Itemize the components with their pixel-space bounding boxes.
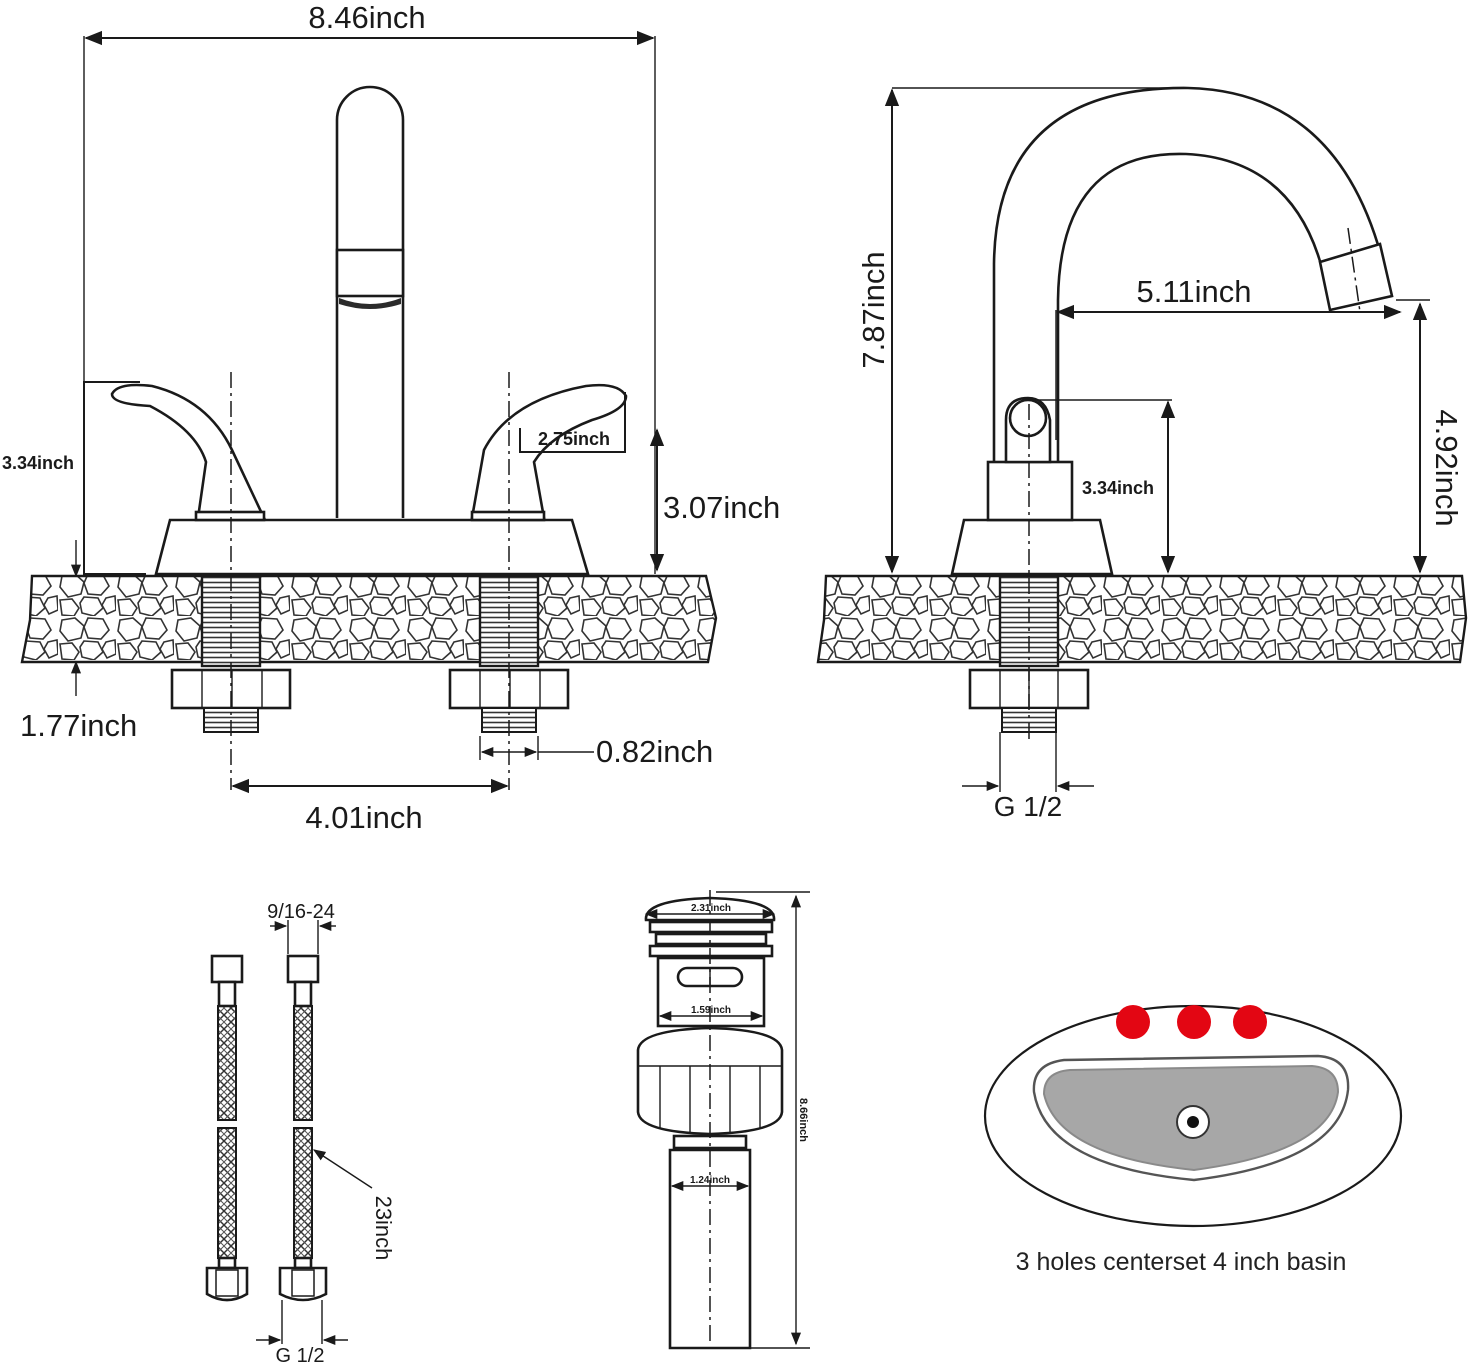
supply-hoses: 9/16-24 23inch G 1/2 xyxy=(205,901,396,1364)
side-body xyxy=(950,396,1114,576)
front-spout xyxy=(335,85,405,518)
front-overall-width-label: 8.46inch xyxy=(308,0,425,35)
basin-hole-left xyxy=(1116,1005,1150,1039)
drain-body-diameter-label: 1.59inch xyxy=(691,1005,731,1016)
front-handle-height-label: 3.34inch xyxy=(2,453,74,473)
front-countertop xyxy=(20,574,718,664)
drain-length-label: 8.66inch xyxy=(797,1098,809,1142)
hose-left xyxy=(205,954,249,1302)
basin-hole-right xyxy=(1233,1005,1267,1039)
basin-caption: 3 holes centerset 4 inch basin xyxy=(1016,1248,1347,1276)
basin-illustration: 3 holes centerset 4 inch basin xyxy=(983,1004,1403,1276)
front-body-height-label: 3.07inch xyxy=(663,490,780,525)
basin-hole-center xyxy=(1177,1005,1211,1039)
front-counter-thickness-label: 1.77inch xyxy=(20,708,137,743)
front-left-handle xyxy=(110,383,267,522)
side-spout-reach-label: 5.11inch xyxy=(1137,274,1252,309)
front-shank-diameter-label: 0.82inch xyxy=(596,734,713,769)
front-view: 8.46inch 3.34inch 2.75inch 3.07inch 1.77… xyxy=(2,0,780,835)
side-view: 7.87inch 5.11inch 4.92inch 3.34inch G 1/… xyxy=(816,86,1468,822)
front-deck-plate xyxy=(154,518,590,576)
front-right-handle xyxy=(470,383,628,522)
front-right-shank xyxy=(448,574,570,733)
drain-cap-diameter-label: 2.31inch xyxy=(691,903,731,914)
drain-dimensions xyxy=(644,891,810,1349)
side-handle-height-label: 3.34inch xyxy=(1082,478,1154,498)
side-spout xyxy=(992,86,1394,462)
front-dimensions xyxy=(70,30,665,794)
hose-thread-label: G 1/2 xyxy=(276,1345,325,1364)
side-countertop xyxy=(816,574,1468,664)
front-handle-length-label: 2.75inch xyxy=(538,429,610,449)
side-dimensions xyxy=(884,87,1430,792)
hose-right xyxy=(278,954,328,1302)
front-center-spacing-label: 4.01inch xyxy=(305,800,422,835)
hose-length-label: 23inch xyxy=(371,1196,396,1261)
side-spout-clearance-label: 4.92inch xyxy=(1429,409,1464,526)
drain-tail-diameter-label: 1.24inch xyxy=(690,1175,730,1186)
hose-nut-thread-label: 9/16-24 xyxy=(267,901,335,923)
pop-up-drain: 2.31inch 1.59inch 1.24inch 8.66inch xyxy=(636,890,810,1350)
side-thread-label: G 1/2 xyxy=(994,791,1062,822)
side-total-height-label: 7.87inch xyxy=(856,251,891,368)
hose-dimensions xyxy=(256,920,373,1346)
